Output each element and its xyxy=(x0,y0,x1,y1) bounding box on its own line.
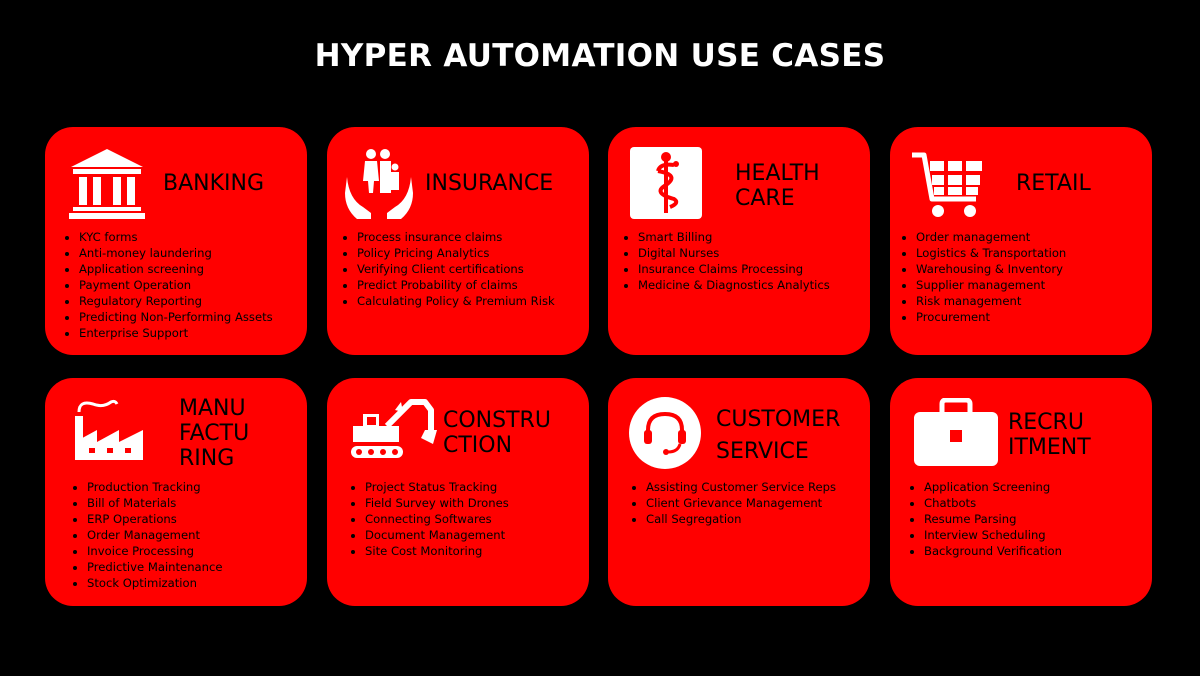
card-health-care: HEALTH CARE Smart Billing Digital Nurses… xyxy=(608,127,870,355)
list-item: Anti-money laundering xyxy=(79,245,273,261)
list-item: Application Screening xyxy=(924,479,1062,495)
card-heading: RETAIL xyxy=(1016,171,1091,196)
card-retail: RETAIL Order management Logistics & Tran… xyxy=(890,127,1152,355)
card-list: Production Tracking Bill of Materials ER… xyxy=(71,479,223,591)
card-heading: INSURANCE xyxy=(425,171,554,196)
card-heading: MANU FACTU RING xyxy=(179,396,250,471)
factory-icon xyxy=(73,398,147,462)
list-item: Call Segregation xyxy=(646,511,836,527)
card-construction: CONSTRU CTION Project Status Tracking Fi… xyxy=(327,378,589,606)
list-item: Predictive Maintenance xyxy=(87,559,223,575)
card-list: Process insurance claims Policy Pricing … xyxy=(341,229,555,309)
card-manufacturing: MANU FACTU RING Production Tracking Bill… xyxy=(45,378,307,606)
list-item: Predicting Non-Performing Assets xyxy=(79,309,273,325)
list-item: Background Verification xyxy=(924,543,1062,559)
list-item: Supplier management xyxy=(916,277,1066,293)
list-item: Production Tracking xyxy=(87,479,223,495)
list-item: Order management xyxy=(916,229,1066,245)
list-item: Digital Nurses xyxy=(638,245,830,261)
list-item: Connecting Softwares xyxy=(365,511,509,527)
card-customer-service: CUSTOMER SERVICE Assisting Customer Serv… xyxy=(608,378,870,606)
card-heading: BANKING xyxy=(163,171,265,196)
list-item: Payment Operation xyxy=(79,277,273,293)
card-list: Application Screening Chatbots Resume Pa… xyxy=(908,479,1062,559)
card-heading: CONSTRU CTION xyxy=(443,408,551,458)
list-item: Project Status Tracking xyxy=(365,479,509,495)
list-item: Interview Scheduling xyxy=(924,527,1062,543)
list-item: Invoice Processing xyxy=(87,543,223,559)
card-recruitment: RECRU ITMENT Application Screening Chatb… xyxy=(890,378,1152,606)
list-item: KYC forms xyxy=(79,229,273,245)
list-item: Regulatory Reporting xyxy=(79,293,273,309)
list-item: Predict Probability of claims xyxy=(357,277,555,293)
list-item: Application screening xyxy=(79,261,273,277)
card-heading: RECRU ITMENT xyxy=(1008,410,1091,460)
card-heading: HEALTH CARE xyxy=(735,161,820,211)
list-item: Field Survey with Drones xyxy=(365,495,509,511)
card-list: Assisting Customer Service Reps Client G… xyxy=(630,479,836,527)
list-item: Assisting Customer Service Reps xyxy=(646,479,836,495)
list-item: Procurement xyxy=(916,309,1066,325)
list-item: Verifying Client certifications xyxy=(357,261,555,277)
list-item: Insurance Claims Processing xyxy=(638,261,830,277)
page-title: HYPER AUTOMATION USE CASES xyxy=(314,38,886,74)
list-item: Enterprise Support xyxy=(79,325,273,341)
list-item: Client Grievance Management xyxy=(646,495,836,511)
shopping-cart-icon xyxy=(910,151,986,221)
list-item: Stock Optimization xyxy=(87,575,223,591)
card-banking: BANKING KYC forms Anti-money laundering … xyxy=(45,127,307,355)
list-item: Warehousing & Inventory xyxy=(916,261,1066,277)
caduceus-icon xyxy=(630,147,702,219)
bank-icon xyxy=(69,147,145,221)
list-item: Process insurance claims xyxy=(357,229,555,245)
list-item: Bill of Materials xyxy=(87,495,223,511)
list-item: Order Management xyxy=(87,527,223,543)
list-item: Resume Parsing xyxy=(924,511,1062,527)
list-item: Chatbots xyxy=(924,495,1062,511)
list-item: Risk management xyxy=(916,293,1066,309)
card-list: Order management Logistics & Transportat… xyxy=(900,229,1066,325)
headset-icon xyxy=(628,396,702,470)
card-list: KYC forms Anti-money laundering Applicat… xyxy=(63,229,273,341)
card-list: Project Status Tracking Field Survey wit… xyxy=(349,479,509,559)
family-care-icon xyxy=(345,147,413,219)
list-item: Logistics & Transportation xyxy=(916,245,1066,261)
list-item: Medicine & Diagnostics Analytics xyxy=(638,277,830,293)
list-item: Calculating Policy & Premium Risk xyxy=(357,293,555,309)
briefcase-icon xyxy=(914,398,998,468)
card-heading: CUSTOMER SERVICE xyxy=(716,407,841,464)
card-list: Smart Billing Digital Nurses Insurance C… xyxy=(622,229,830,293)
list-item: Policy Pricing Analytics xyxy=(357,245,555,261)
excavator-icon xyxy=(349,396,437,464)
list-item: ERP Operations xyxy=(87,511,223,527)
list-item: Smart Billing xyxy=(638,229,830,245)
card-insurance: INSURANCE Process insurance claims Polic… xyxy=(327,127,589,355)
list-item: Site Cost Monitoring xyxy=(365,543,509,559)
list-item: Document Management xyxy=(365,527,509,543)
